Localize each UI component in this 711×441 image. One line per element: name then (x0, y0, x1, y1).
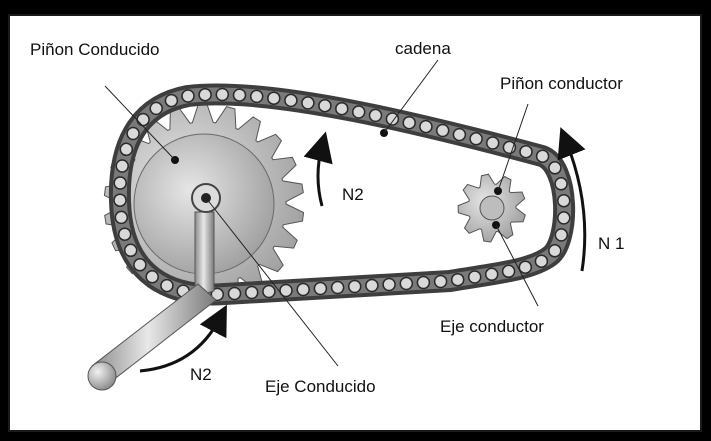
chain-roller (470, 133, 482, 145)
chain-roller (453, 129, 465, 141)
chain-roller (120, 143, 132, 155)
chain-roller (116, 160, 128, 172)
chain-roller (452, 274, 464, 286)
chain-roller (558, 212, 570, 224)
chain-roller (417, 277, 429, 289)
crank-knob (88, 362, 116, 390)
label-eje-conductor: Eje conductor (440, 318, 544, 335)
label-pinon-conducido: Piñon Conducido (30, 41, 159, 58)
chain-roller (285, 94, 297, 106)
chain-roller (503, 265, 515, 277)
chain-roller (555, 229, 567, 241)
chain-roller (165, 95, 177, 107)
chain-roller (486, 268, 498, 280)
n2-upper-arrow (318, 146, 322, 206)
chain-roller (520, 146, 532, 158)
chain-roller (549, 245, 561, 257)
chain-roller (119, 228, 131, 240)
chain-roller (535, 255, 547, 267)
chain-roller (420, 121, 432, 133)
chain-roller (469, 271, 481, 283)
chain-roller (370, 109, 382, 121)
chain-roller (115, 211, 127, 223)
chain-roller (127, 128, 139, 140)
chain-roller (549, 162, 561, 174)
chain-roller (251, 90, 263, 102)
chain-roller (114, 194, 126, 206)
chain-roller (297, 284, 309, 296)
chain-roller (146, 271, 158, 283)
chain-roller (319, 100, 331, 112)
chain-roller (353, 106, 365, 118)
driving-sprocket-hub (480, 196, 504, 220)
chain-roller (366, 280, 378, 292)
chain-roller (386, 113, 398, 125)
chain-roller (487, 137, 499, 149)
chain-roller (349, 281, 361, 293)
chain-roller (435, 276, 447, 288)
chain-roller (246, 287, 258, 299)
label-n2-upper: N2 (342, 186, 364, 203)
chain-roller (234, 89, 246, 101)
chain-roller (555, 178, 567, 190)
chain-roller (400, 278, 412, 290)
chain-roller (263, 286, 275, 298)
label-eje-conducido: Eje Conducido (265, 378, 376, 395)
chain-roller (114, 177, 126, 189)
chain-roller (199, 89, 211, 101)
chain-roller (134, 259, 146, 271)
diagram-panel: Piñon Conducido cadena Piñon conductor N… (8, 14, 702, 432)
chain-roller (216, 89, 228, 101)
chain-roller (268, 92, 280, 104)
label-pinon-conductor: Piñon conductor (500, 75, 623, 92)
chain-roller (558, 195, 570, 207)
chain-roller (332, 282, 344, 294)
crank-arm-vertical (195, 212, 214, 296)
chain-roller (137, 114, 149, 126)
chain-roller (229, 288, 241, 300)
chain-roller (161, 280, 173, 292)
chain-roller (437, 125, 449, 137)
chain-roller (125, 244, 137, 256)
chain-roller (150, 102, 162, 114)
chain-roller (383, 279, 395, 291)
chain-roller (537, 150, 549, 162)
chain-roller (503, 141, 515, 153)
chain-roller (403, 117, 415, 129)
chain-roller (336, 103, 348, 115)
label-n2-lower: N2 (190, 366, 212, 383)
label-cadena: cadena (395, 40, 451, 57)
chain-roller (302, 97, 314, 109)
driving-sprocket (458, 174, 525, 242)
chain-roller (182, 90, 194, 102)
label-n1: N 1 (598, 235, 624, 252)
chain-roller (314, 283, 326, 295)
chain-roller (519, 261, 531, 273)
